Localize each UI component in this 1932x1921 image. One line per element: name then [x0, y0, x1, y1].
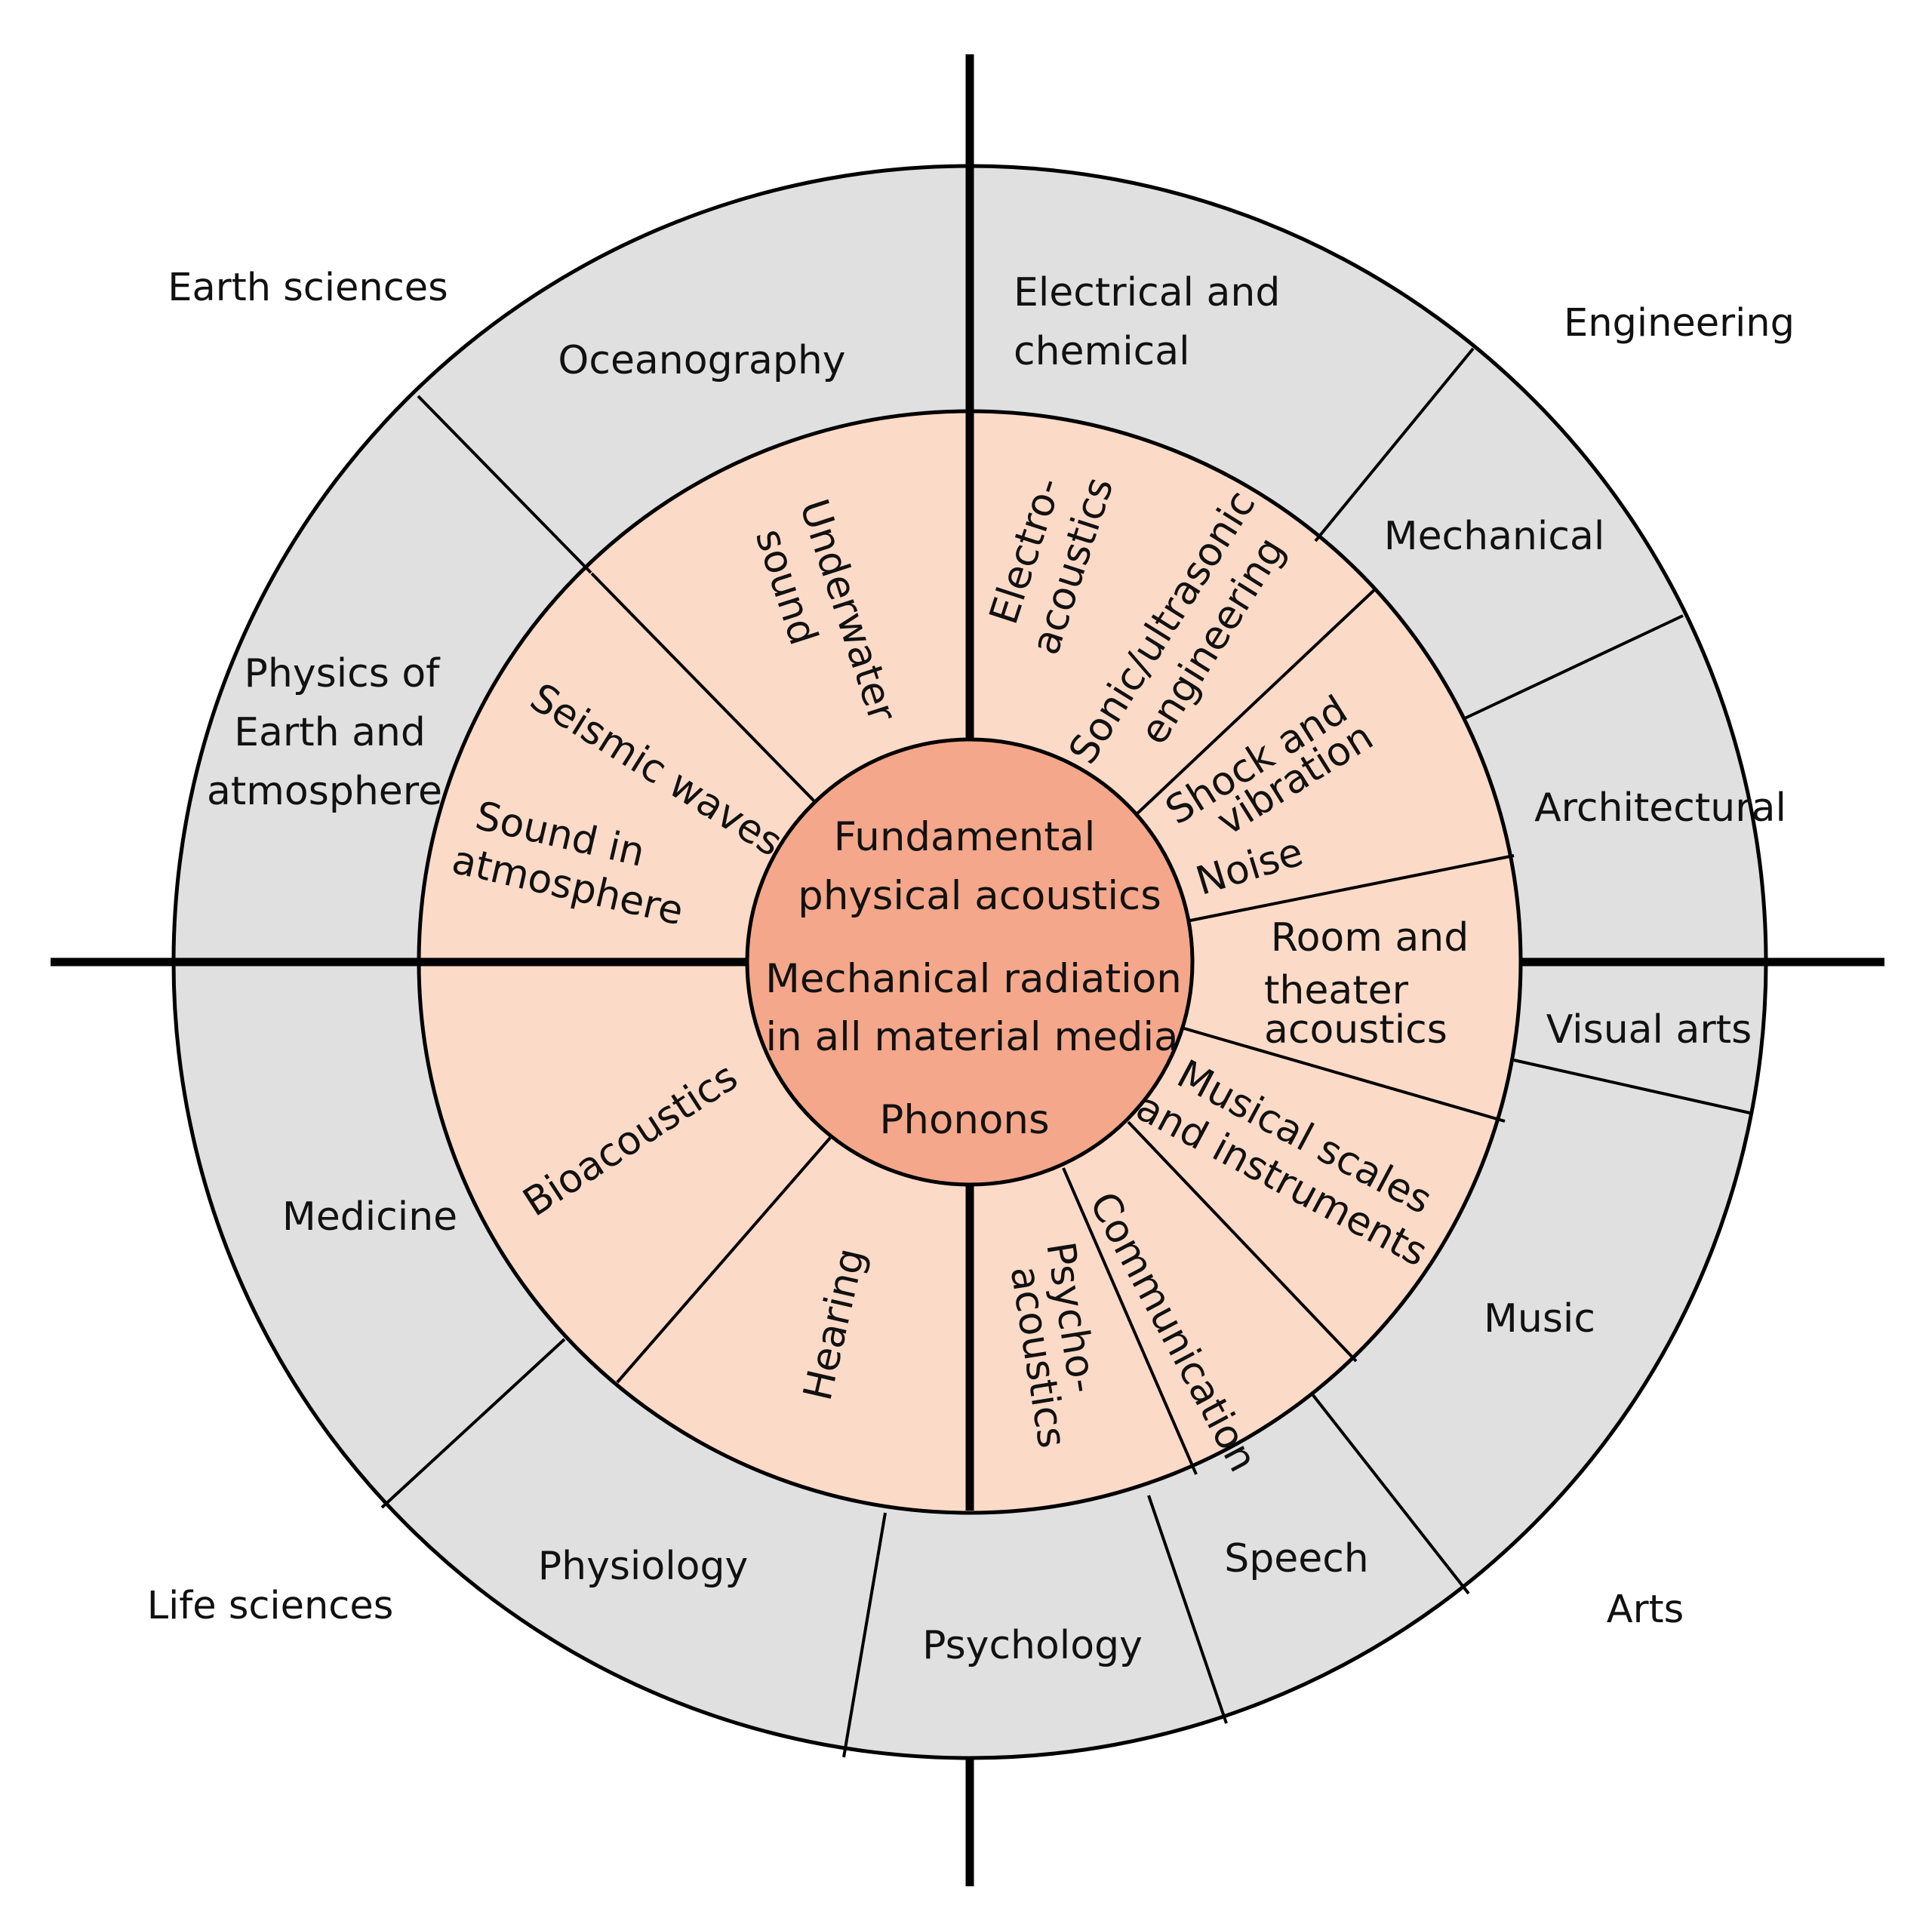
outer-label-physics-earth-2: Earth and	[234, 710, 426, 755]
outer-label-psychology: Psychology	[922, 1623, 1143, 1668]
outer-label-electrical-2: chemical	[1014, 329, 1190, 374]
outer-label-electrical-1: Electrical and	[1014, 270, 1280, 315]
outer-ring-labels: Oceanography Physics of Earth and atmosp…	[207, 270, 1786, 1668]
inner-label-room-and: Room and	[1271, 915, 1469, 960]
outer-label-physics-earth-3: atmosphere	[207, 769, 442, 814]
core-label-physical-acoustics: physical acoustics	[798, 873, 1161, 919]
outer-ring-dividers	[380, 347, 1754, 1758]
outer-label-oceanography: Oceanography	[558, 338, 845, 383]
outer-label-mechanical: Mechanical	[1384, 514, 1605, 559]
core-label-phonons: Phonons	[879, 1097, 1049, 1143]
outer-label-physiology: Physiology	[538, 1544, 748, 1589]
middle-ring-dividers	[590, 572, 1515, 1475]
outer-label-music: Music	[1484, 1296, 1595, 1342]
quadrant-label-arts: Arts	[1607, 1588, 1684, 1632]
core-label-mechanical-radiation: Mechanical radiation	[765, 956, 1182, 1002]
outer-label-architectural: Architectural	[1534, 785, 1786, 831]
core-label-material-media: in all material media	[765, 1014, 1178, 1060]
inner-label-room-acoustics: acoustics	[1264, 1007, 1447, 1053]
outer-label-visual-arts: Visual arts	[1546, 1007, 1752, 1053]
quadrant-axes	[51, 54, 1884, 1886]
inner-label-theater: theater	[1264, 968, 1409, 1013]
quadrant-label-earth-sciences: Earth sciences	[168, 266, 448, 310]
quadrant-labels: Earth sciences Engineering Life sciences…	[147, 266, 1795, 1632]
core-label-fundamental: Fundamental	[834, 814, 1096, 860]
outer-label-medicine: Medicine	[282, 1194, 457, 1240]
outer-label-physics-earth-1: Physics of	[245, 651, 441, 696]
quadrant-label-engineering: Engineering	[1564, 301, 1795, 346]
core-labels: Fundamental physical acoustics Mechanica…	[765, 814, 1182, 1143]
quadrant-label-life-sciences: Life sciences	[147, 1584, 394, 1628]
outer-label-speech: Speech	[1224, 1536, 1369, 1581]
